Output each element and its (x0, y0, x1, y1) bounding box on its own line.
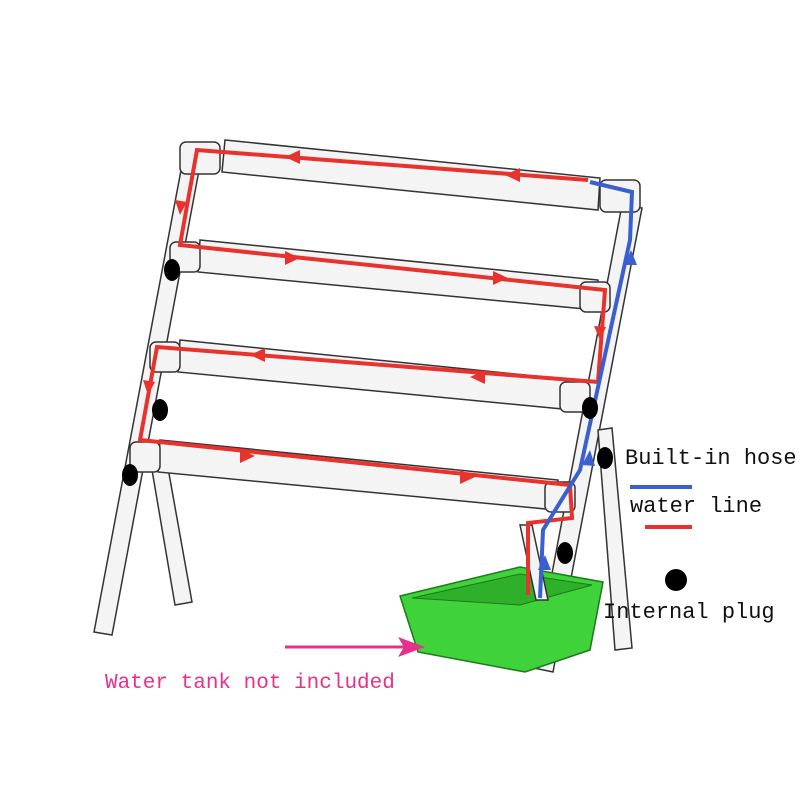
water-tank (399, 566, 604, 673)
plug-icon (164, 259, 180, 281)
tank-note: Water tank not included (105, 637, 425, 695)
legend-plug-label: Internal plug (603, 600, 775, 625)
legend-water-line-label: water line (630, 494, 762, 519)
water-line-path (137, 147, 608, 595)
grow-pipe-2 (197, 239, 599, 311)
flow-arrows (143, 150, 606, 484)
plug-icon (152, 399, 168, 421)
internal-plugs (122, 259, 613, 564)
left-back-leg (151, 467, 193, 606)
right-back-leg (597, 427, 633, 651)
legend-hose-label: Built-in hose (625, 446, 797, 471)
legend-plug-icon (665, 569, 687, 591)
hose-arrows (538, 250, 637, 570)
grow-pipe-4 (157, 439, 559, 511)
tank-note-text: Water tank not included (105, 672, 395, 695)
plug-icon (582, 397, 598, 419)
legend: Built-in hose water line Internal plug (603, 446, 797, 625)
plug-icon (557, 542, 573, 564)
plug-icon (122, 464, 138, 486)
arrow-head-icon (398, 637, 425, 657)
plug-icon (597, 447, 613, 469)
built-in-hose-path (538, 180, 635, 599)
